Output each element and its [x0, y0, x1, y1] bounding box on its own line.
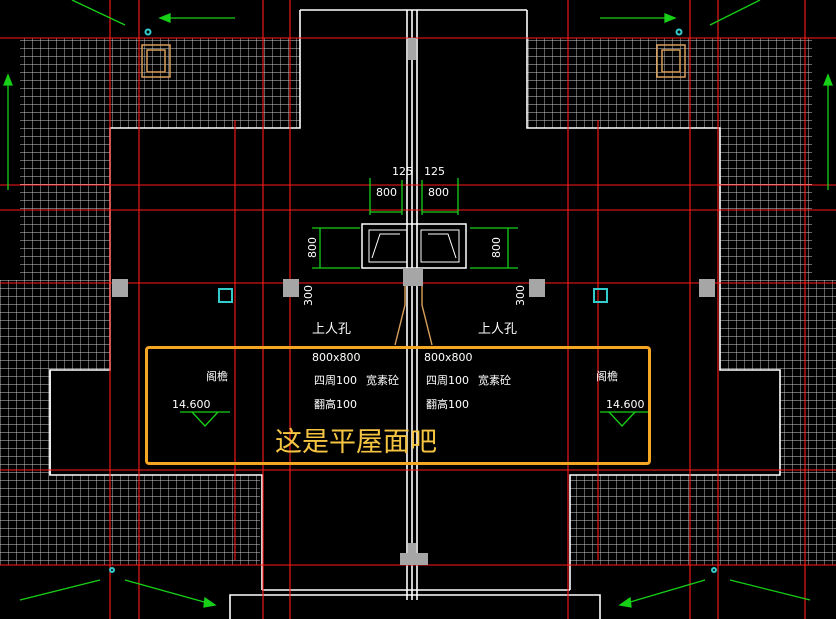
roof-tiles-left-strip: [0, 128, 110, 380]
elevation-left: 14.600: [172, 398, 211, 411]
dim-800-top-left: 800: [376, 186, 397, 199]
annotation-highlight-box: [145, 346, 651, 465]
material-left: 宽素砼: [366, 373, 399, 387]
roof-tiles-right-strip: [720, 150, 836, 380]
dim-800-top-right: 800: [428, 186, 449, 199]
raise-left: 翻高100: [314, 397, 357, 411]
walls: [49, 9, 781, 619]
roof-tiles-bottom-left: [0, 370, 260, 565]
hatch-size-left: 800x800: [312, 351, 361, 364]
annotation-comment: 这是平屋面吧: [275, 427, 437, 458]
eave-label-left: 阁檐: [206, 369, 228, 383]
hatch-label-left: 上人孔: [312, 322, 351, 337]
material-right: 宽素砼: [478, 373, 511, 387]
perimeter-left: 四周100: [314, 374, 357, 387]
perimeter-right: 四周100: [426, 374, 469, 387]
chimney-top-right: [656, 44, 686, 78]
dim-300-right: 300: [514, 285, 527, 306]
dim-300-left: 300: [302, 285, 315, 306]
dimension-arrows: [3, 0, 833, 608]
elevation-right: 14.600: [606, 398, 645, 411]
raise-right: 翻高100: [426, 397, 469, 411]
roof-tiles-top-left: [20, 38, 300, 150]
hatch-size-right: 800x800: [424, 351, 473, 364]
dim-800-side-left: 800: [306, 237, 319, 258]
chimney-top-left: [141, 44, 171, 78]
dim-125-left: 125: [392, 165, 413, 178]
elevation-symbols: [180, 411, 648, 427]
eave-label-right: 阁檐: [596, 369, 618, 383]
roof-tiles-bottom-right: [570, 370, 836, 565]
hatch-label-right: 上人孔: [478, 322, 517, 337]
column-blocks: [112, 38, 715, 565]
dim-800-side-right: 800: [490, 237, 503, 258]
dim-125-right: 125: [424, 165, 445, 178]
downpipe-marks: [109, 28, 717, 573]
